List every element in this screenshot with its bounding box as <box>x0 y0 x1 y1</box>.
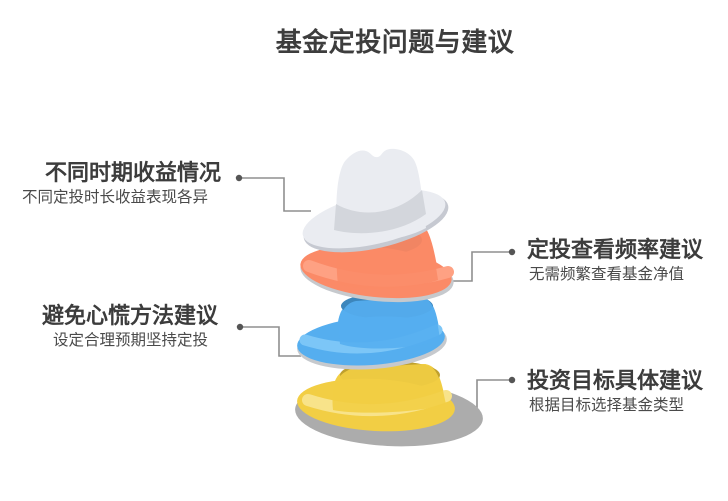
label-right-bottom: 投资目标具体建议 根据目标选择基金类型 <box>527 368 703 418</box>
label-heading-investment-goal: 投资目标具体建议 <box>527 368 704 393</box>
connector-dots <box>235 174 516 384</box>
label-left-bottom: 避免心慌方法建议 设定合理预期坚持定投 <box>42 303 218 353</box>
label-desc-check-frequency: 无需频繁查看基金净值 <box>529 266 685 283</box>
label-heading-avoid-panic: 避免心慌方法建议 <box>42 303 219 328</box>
blue-hat <box>297 293 447 370</box>
page-title: 基金定投问题与建议 <box>275 27 515 57</box>
connector-left-bottom <box>240 326 301 357</box>
label-desc-investment-goal: 根据目标选择基金类型 <box>529 397 685 414</box>
label-heading-check-frequency: 定投查看频率建议 <box>527 237 704 262</box>
label-right-top: 定投查看频率建议 无需频繁查看基金净值 <box>527 237 703 287</box>
dot-right-bottom <box>508 376 516 384</box>
label-desc-returns-periods: 不同定投时长收益表现各异 <box>22 189 209 206</box>
connector-left-top <box>239 177 311 212</box>
dot-left-bottom <box>236 323 244 331</box>
label-heading-returns-periods: 不同时期收益情况 <box>45 160 222 185</box>
connector-right-top <box>449 251 512 282</box>
dot-left-top <box>235 174 243 182</box>
label-left-top: 不同时期收益情况 不同定投时长收益表现各异 <box>22 160 221 210</box>
white-fedora-hat <box>302 148 449 253</box>
orange-hat <box>300 220 454 303</box>
label-desc-avoid-panic: 设定合理预期坚持定投 <box>53 332 209 349</box>
dot-right-top <box>508 248 516 256</box>
